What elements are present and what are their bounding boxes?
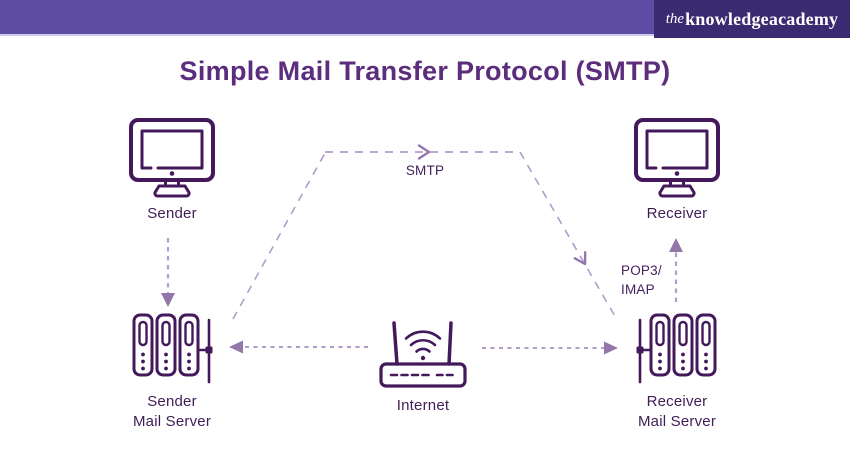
server-rack-icon	[636, 313, 717, 384]
antenna-left	[392, 321, 399, 366]
node-label-internet: Internet	[396, 397, 450, 414]
node-sender-mail-server: Sender Mail Server	[112, 312, 232, 432]
node-label-line1: Sender	[147, 393, 197, 410]
header-underline	[0, 34, 850, 36]
logo-suffix: academy	[768, 9, 839, 29]
antenna-right	[447, 321, 453, 366]
node-label-sender-mail-server: Sender Mail Server	[133, 392, 211, 432]
logo-prefix: the	[665, 10, 685, 27]
page-title: Simple Mail Transfer Protocol (SMTP)	[179, 56, 671, 86]
server-led-dots	[658, 352, 708, 371]
desktop-monitor-icon	[129, 118, 215, 198]
pop3-flow-label-line2: IMAP	[621, 282, 655, 297]
node-label-receiver: Receiver	[646, 205, 708, 222]
pop3-imap-flow-label: POP3/ IMAP	[621, 261, 662, 299]
arrowhead-right-chevron-icon	[417, 144, 431, 160]
node-label-line2: Mail Server	[132, 413, 212, 430]
desktop-monitor-icon	[634, 118, 720, 198]
pop3-flow-label-line1: POP3/	[621, 263, 662, 278]
arrow-smtp-right-diagonal	[519, 151, 617, 319]
arrow-smtp-left-diagonal	[232, 152, 326, 320]
logo-main: knowledge	[685, 9, 769, 29]
wifi-router-icon	[379, 321, 467, 388]
node-internet: Internet	[363, 312, 483, 416]
node-receiver-mail-server: Receiver Mail Server	[617, 312, 737, 432]
node-label-line1: Receiver	[646, 393, 708, 410]
node-sender: Sender	[112, 118, 232, 224]
smtp-flow-label: SMTP	[405, 163, 445, 178]
arrowhead-down-icon	[161, 293, 175, 307]
wifi-signal-icon	[404, 330, 442, 361]
server-rack-icon	[132, 313, 213, 384]
node-label-sender: Sender	[147, 205, 197, 222]
server-led-dots	[141, 352, 191, 371]
arrowhead-up-icon	[669, 238, 683, 252]
arrowhead-right-icon	[604, 341, 618, 355]
node-label-receiver-mail-server: Receiver Mail Server	[638, 392, 716, 432]
node-receiver: Receiver	[617, 118, 737, 224]
arrowhead-diagonal-chevron-icon	[573, 251, 587, 266]
node-label-line2: Mail Server	[637, 413, 717, 430]
